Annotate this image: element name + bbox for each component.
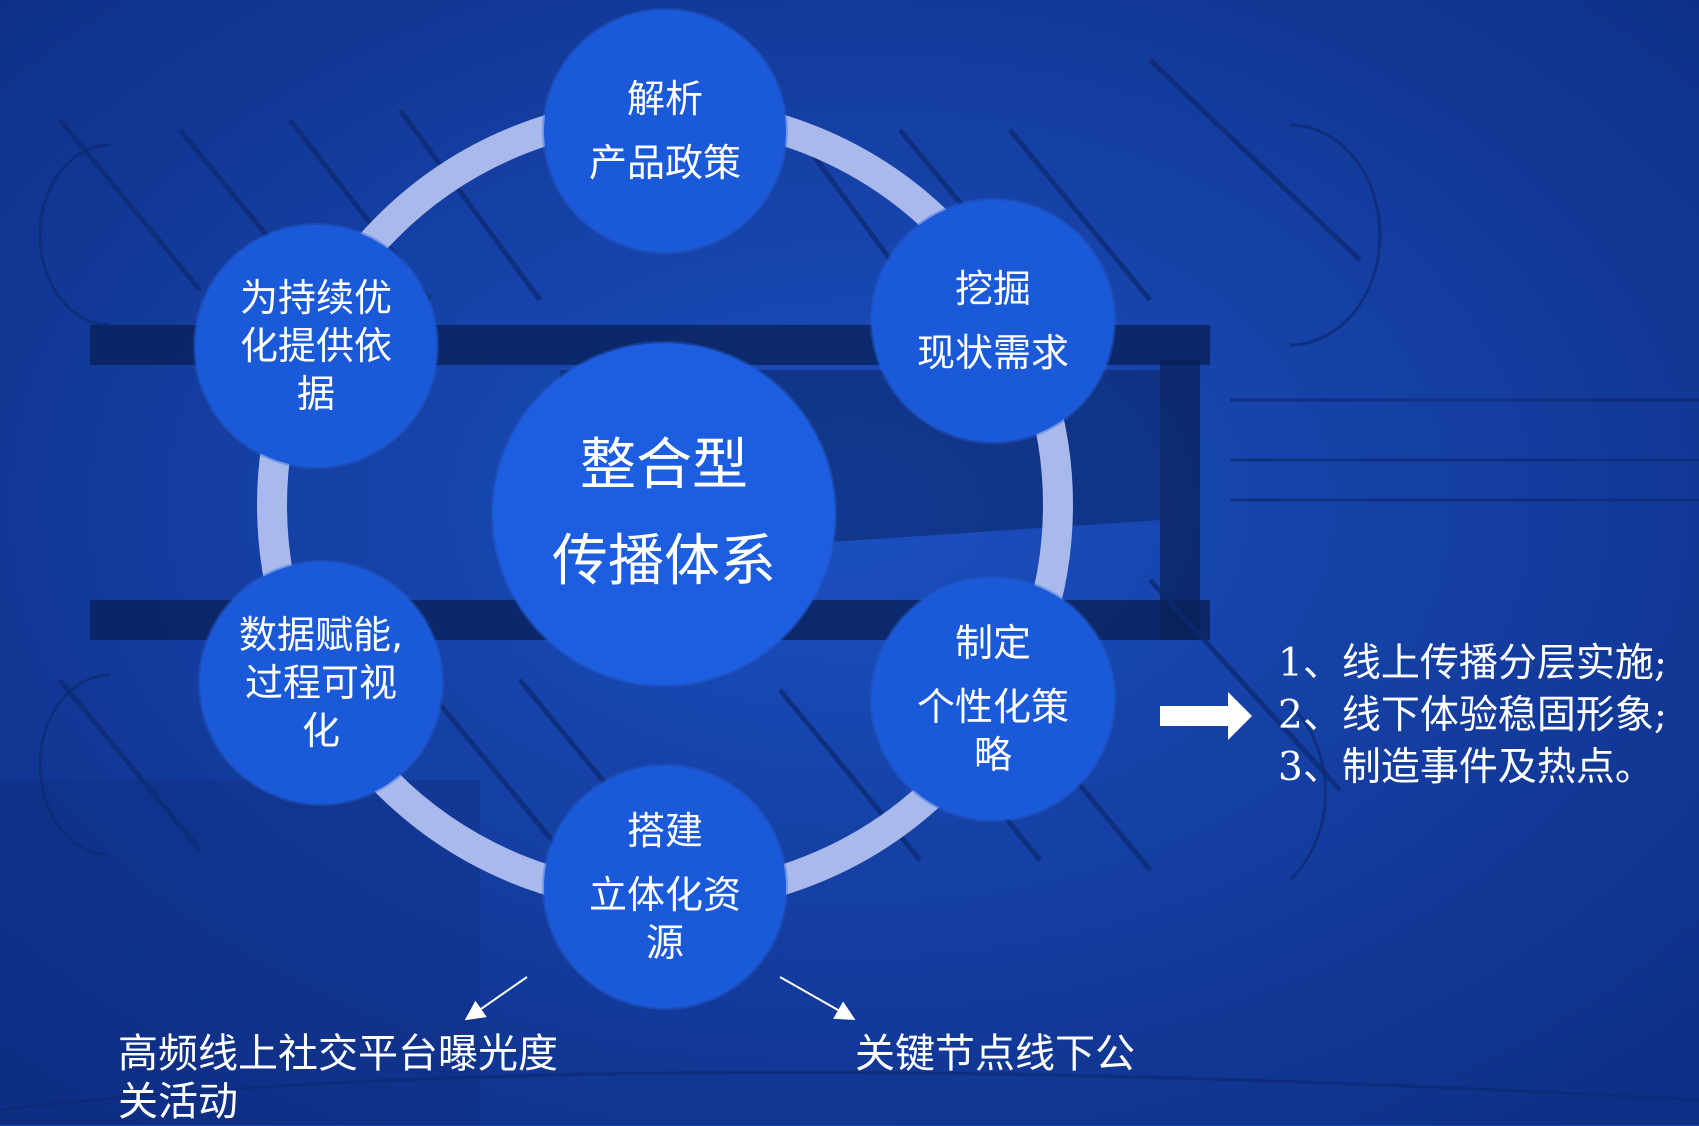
node-top-line1: 解析 [626,77,703,121]
center-title-line2: 传播体系 [552,529,776,594]
node-continuous-optimization: 为持续优 化提供依 据 [195,225,437,467]
node-upper-left-line2: 化提供依 [239,324,392,368]
node-build-resources: 搭建 立体化资 源 [544,766,786,1008]
right-arrow-icon [1160,692,1252,740]
arrow-left [464,976,528,1021]
center-node: 整合型 传播体系 [493,343,835,685]
node-custom-strategy: 制定 个性化策 略 [872,578,1114,820]
node-upper-left-line3: 据 [296,372,335,416]
strategy-list-item: 1、线上传播分层实施; [1278,641,1667,686]
node-upper-left-line1: 为持续优 [239,276,392,320]
node-lower-left-line3: 化 [301,709,340,753]
node-bottom-line3: 源 [645,921,684,965]
strategy-list: 1、线上传播分层实施; 2、线下体验稳固形象; 3、制造事件及热点。 [1278,638,1667,794]
node-bottom-line2: 立体化资 [588,873,741,917]
node-lower-left-line2: 过程可视 [244,661,397,705]
node-lower-left-line1: 数据赋能, [238,613,404,657]
node-data-empowerment: 数据赋能, 过程可视 化 [200,562,442,804]
node-bottom-line1: 搭建 [626,809,703,853]
node-lower-right-line2: 个性化策 [916,685,1069,729]
node-analyze-policy: 解析 产品政策 [544,10,786,252]
strategy-list-item: 3、制造事件及热点。 [1278,745,1654,790]
caption-left: 高频线上社交平台曝光度 关活动 [118,1030,558,1126]
caption-right-line1: 关键节点线下公 [855,1031,1135,1077]
caption-left-line1: 高频线上社交平台曝光度 [118,1031,558,1077]
node-lower-right-line3: 略 [973,733,1012,777]
node-upper-right-line1: 挖掘 [954,267,1031,311]
node-mine-needs: 挖掘 现状需求 [872,200,1114,442]
node-lower-right-line1: 制定 [954,621,1031,665]
center-title-line1: 整合型 [580,433,748,498]
arrow-right [779,976,856,1020]
caption-right: 关键节点线下公 [855,1030,1135,1078]
node-top-line2: 产品政策 [588,141,741,185]
node-upper-right-line2: 现状需求 [916,331,1069,375]
strategy-list-item: 2、线下体验稳固形象; [1278,693,1667,738]
caption-left-line2: 关活动 [118,1079,238,1125]
